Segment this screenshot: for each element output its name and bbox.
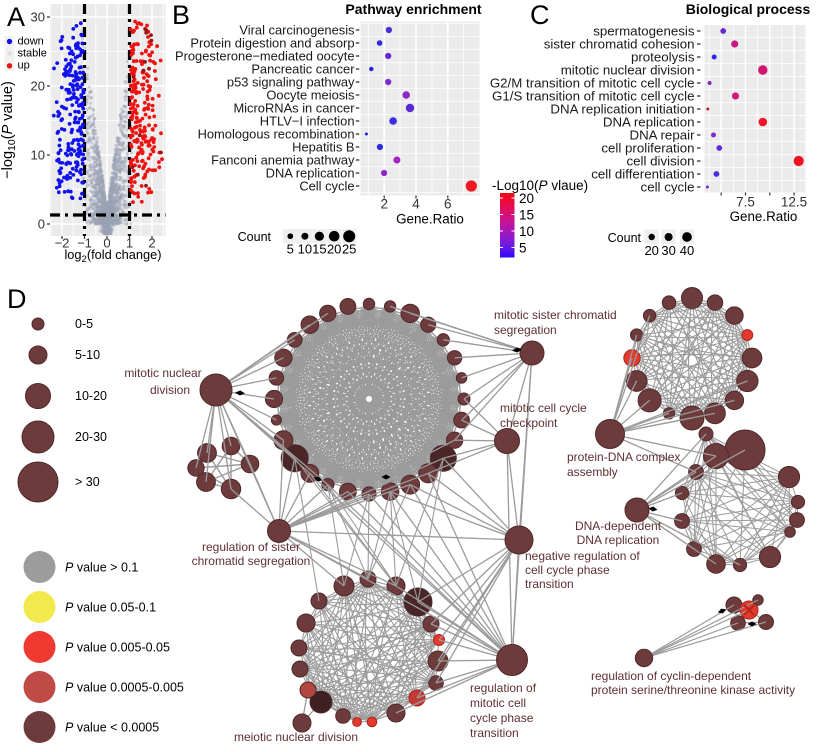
svg-text:meiotic nuclear division: meiotic nuclear division [234, 730, 358, 744]
svg-text:P value < 0.0005: P value < 0.0005 [65, 721, 159, 735]
svg-text:mitotic nuclear: mitotic nuclear [124, 366, 201, 380]
svg-text:B: B [172, 0, 190, 30]
svg-text:10: 10 [519, 224, 534, 239]
svg-text:DNA-dependent: DNA-dependent [575, 519, 662, 533]
svg-text:regulation of cyclin-dependent: regulation of cyclin-dependent [591, 669, 752, 683]
svg-text:segregation: segregation [494, 323, 557, 337]
svg-text:2: 2 [380, 197, 388, 212]
svg-text:P value > 0.1: P value > 0.1 [65, 561, 138, 575]
svg-text:mitotic cell: mitotic cell [470, 696, 526, 710]
svg-text:cycle phase: cycle phase [470, 711, 534, 725]
svg-text:10-20: 10-20 [75, 389, 107, 403]
svg-text:Gene.Ratio: Gene.Ratio [396, 211, 464, 226]
svg-text:20: 20 [31, 79, 45, 94]
svg-text:20: 20 [644, 243, 658, 258]
svg-text:10: 10 [31, 148, 45, 163]
svg-text:−log10(P value): −log10(P value) [0, 81, 18, 179]
svg-text:15: 15 [519, 207, 534, 222]
svg-text:cell cycle: cell cycle [641, 180, 695, 195]
svg-text:Pathway enrichment: Pathway enrichment [345, 1, 481, 17]
svg-text:P value 0.0005-0.005: P value 0.0005-0.005 [65, 681, 184, 695]
svg-text:transition: transition [470, 726, 519, 740]
svg-text:cell cycle phase: cell cycle phase [525, 563, 610, 577]
svg-text:DNA replication: DNA replication [577, 533, 660, 547]
svg-text:C: C [530, 0, 550, 30]
svg-text:protein serine/threonine kinas: protein serine/threonine kinase activity [591, 683, 795, 697]
svg-text:-Log10(P vlaue): -Log10(P vlaue) [492, 178, 588, 193]
svg-text:assembly: assembly [567, 465, 618, 479]
svg-text:6: 6 [444, 197, 452, 212]
svg-text:30: 30 [31, 10, 45, 25]
svg-text:Cell cycle: Cell cycle [299, 179, 354, 194]
svg-text:checkpoint: checkpoint [500, 416, 558, 430]
svg-text:chromatid segregation: chromatid segregation [192, 554, 311, 568]
svg-text:A: A [7, 2, 25, 32]
svg-text:4: 4 [412, 197, 420, 212]
svg-text:25: 25 [342, 242, 356, 257]
svg-text:0: 0 [38, 217, 45, 232]
svg-text:0-5: 0-5 [75, 317, 93, 331]
svg-text:30: 30 [661, 243, 675, 258]
svg-text:mitotic sister chromatid: mitotic sister chromatid [494, 308, 617, 322]
svg-text:Count: Count [608, 231, 642, 245]
svg-text:transition: transition [525, 577, 574, 591]
svg-text:stable: stable [18, 48, 47, 60]
svg-text:12.5: 12.5 [781, 195, 807, 210]
svg-text:division: division [150, 383, 190, 397]
svg-text:P value 0.05-0.1: P value 0.05-0.1 [65, 601, 156, 615]
svg-text:20-30: 20-30 [75, 430, 107, 444]
svg-text:regulation of sister: regulation of sister [202, 540, 300, 554]
svg-text:20: 20 [519, 191, 534, 206]
svg-text:D: D [7, 284, 27, 314]
svg-text:up: up [18, 60, 30, 72]
svg-text:Gene.Ratio: Gene.Ratio [730, 209, 798, 224]
svg-text:Biological process: Biological process [686, 1, 811, 17]
svg-text:regulation of: regulation of [470, 681, 537, 695]
svg-text:mitotic cell cycle: mitotic cell cycle [500, 401, 587, 415]
svg-text:protein-DNA complex: protein-DNA complex [567, 450, 680, 464]
svg-text:40: 40 [680, 243, 694, 258]
svg-text:> 30: > 30 [75, 475, 100, 489]
svg-text:5: 5 [287, 242, 294, 257]
svg-text:5-10: 5-10 [75, 348, 100, 362]
svg-text:20: 20 [327, 242, 341, 257]
svg-text:P value 0.005-0.05: P value 0.005-0.05 [65, 641, 170, 655]
svg-text:Count: Count [238, 230, 272, 244]
svg-text:10: 10 [298, 242, 312, 257]
svg-text:5: 5 [519, 240, 527, 255]
svg-text:down: down [18, 36, 44, 48]
svg-text:negative regulation of: negative regulation of [525, 549, 640, 563]
svg-text:15: 15 [312, 242, 326, 257]
svg-text:7.5: 7.5 [736, 195, 755, 210]
